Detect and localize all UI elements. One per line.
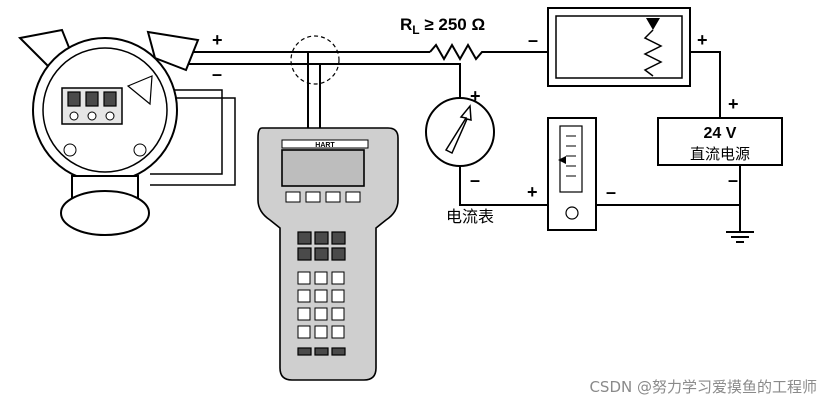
numeric-keypad bbox=[297, 271, 345, 339]
internal-loop-wire-1 bbox=[150, 97, 236, 186]
power-supply-box bbox=[657, 117, 783, 166]
supply-minus-label: – bbox=[728, 170, 738, 190]
function-key-4 bbox=[345, 191, 361, 203]
ammeter-minus-label: – bbox=[470, 170, 480, 190]
local-indicator bbox=[547, 117, 597, 231]
wires bbox=[150, 42, 741, 232]
indicator-plus-label: + bbox=[527, 182, 538, 202]
communicator-screen bbox=[281, 149, 365, 187]
bottom-key-1 bbox=[297, 347, 312, 356]
recorder bbox=[547, 7, 691, 87]
ammeter-plus-label: + bbox=[470, 86, 481, 106]
supply-voltage-label: 24 V bbox=[704, 125, 737, 142]
pressure-transmitter bbox=[17, 28, 200, 236]
keypad-key bbox=[314, 289, 328, 303]
function-key-2 bbox=[305, 191, 321, 203]
keypad-key bbox=[331, 289, 345, 303]
supply-plus-label: + bbox=[728, 94, 739, 114]
keypad-key bbox=[314, 271, 328, 285]
terminal-screw-2 bbox=[87, 111, 97, 121]
keypad-key bbox=[297, 307, 311, 321]
keypad-key bbox=[297, 325, 311, 339]
keypad-key bbox=[331, 307, 345, 321]
resistor-label: RL ≥ 250 Ω bbox=[400, 15, 485, 37]
ground-icon bbox=[726, 231, 754, 243]
hart-communicator: HART bbox=[257, 127, 399, 381]
transmitter-sensor-module bbox=[60, 190, 150, 236]
transmitter-minus-label: – bbox=[212, 64, 222, 84]
ammeter-label: 电流表 bbox=[446, 207, 494, 226]
keypad-key bbox=[314, 307, 328, 321]
keypad-key bbox=[297, 289, 311, 303]
transmitter-right-ear bbox=[146, 30, 200, 72]
terminal-3 bbox=[103, 91, 117, 107]
brand-strip bbox=[281, 139, 369, 149]
housing-screw-left bbox=[63, 143, 77, 157]
recorder-minus-label: – bbox=[528, 30, 538, 50]
clamp-dashed-circle bbox=[290, 35, 340, 85]
function-key-3 bbox=[325, 191, 341, 203]
polarity-labels: + – – + + – + – + – bbox=[212, 30, 739, 202]
test-terminal-tab bbox=[126, 75, 153, 106]
indicator-to-ground-wire bbox=[597, 204, 741, 232]
terminal-1 bbox=[67, 91, 81, 107]
keypad-key bbox=[331, 325, 345, 339]
function-keys bbox=[285, 191, 361, 203]
nav-key-1 bbox=[297, 231, 312, 245]
terminal-2 bbox=[85, 91, 99, 107]
bottom-key-2 bbox=[314, 347, 329, 356]
internal-loop-wire-2 bbox=[150, 89, 223, 175]
recorder-pointer bbox=[646, 18, 660, 30]
brand-label: HART bbox=[315, 142, 335, 149]
navigation-keys bbox=[297, 231, 346, 261]
indicator-minus-label: – bbox=[606, 182, 616, 202]
transmitter-plus-label: + bbox=[212, 30, 223, 50]
nav-key-4 bbox=[297, 247, 312, 261]
recorder-inner-box bbox=[555, 15, 683, 79]
bottom-key-3 bbox=[331, 347, 346, 356]
function-key-1 bbox=[285, 191, 301, 203]
ammeter bbox=[425, 97, 495, 167]
dc-power-supply: 24 V 直流电源 bbox=[657, 117, 783, 166]
bottom-keys bbox=[297, 347, 346, 356]
keypad-key bbox=[314, 325, 328, 339]
terminal-screw-1 bbox=[69, 111, 79, 121]
supply-positive-wire bbox=[690, 51, 721, 118]
nav-key-3 bbox=[331, 231, 346, 245]
nav-key-2 bbox=[314, 231, 329, 245]
load-resistor bbox=[429, 42, 548, 62]
terminal-screw-3 bbox=[105, 111, 115, 121]
ammeter-needle-icon bbox=[444, 104, 472, 155]
supply-type-label: 直流电源 bbox=[690, 145, 750, 163]
indicator-pointer bbox=[558, 156, 566, 164]
housing-screw-right bbox=[133, 143, 147, 157]
ammeter-to-indicator-wire bbox=[459, 165, 548, 206]
recorder-element bbox=[643, 29, 663, 77]
keypad-key bbox=[331, 271, 345, 285]
negative-wire bbox=[170, 63, 461, 98]
indicator-knob bbox=[565, 206, 579, 220]
nav-key-6 bbox=[331, 247, 346, 261]
recorder-plus-label: + bbox=[697, 30, 708, 50]
nav-key-5 bbox=[314, 247, 329, 261]
watermark: CSDN @努力学习爱摸鱼的工程师 bbox=[589, 378, 817, 396]
keypad-key bbox=[297, 271, 311, 285]
